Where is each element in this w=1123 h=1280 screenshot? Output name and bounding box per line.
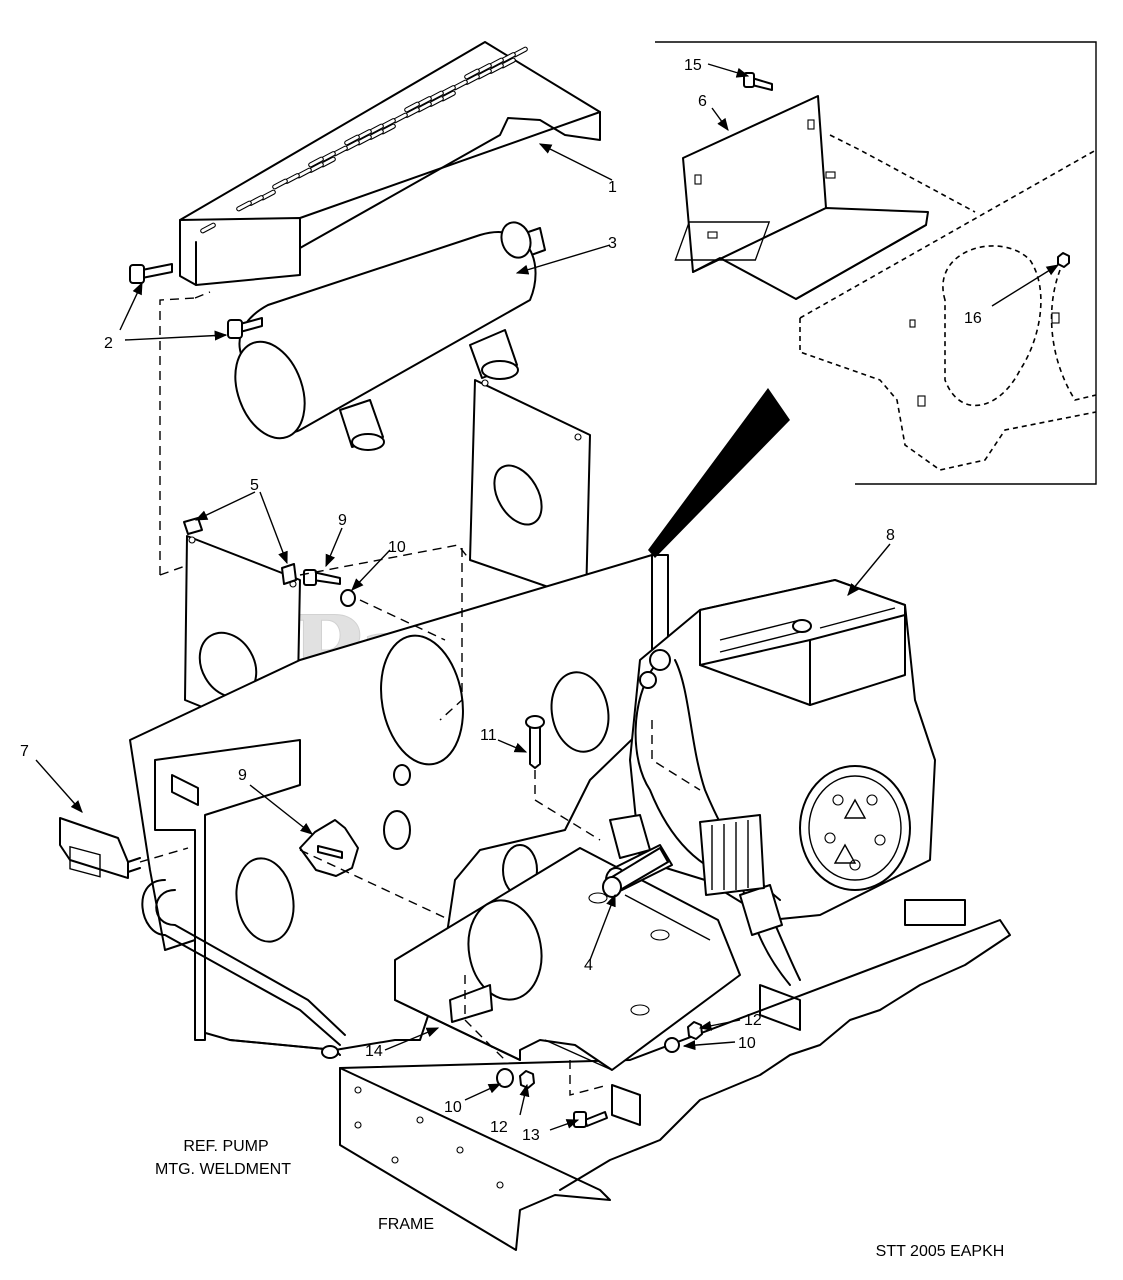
- drawing-code: STT 2005 EAPKH: [876, 1243, 1005, 1260]
- vent-slot: [344, 134, 360, 146]
- callout-4: 4: [584, 957, 593, 974]
- shield-vent-slots: [200, 46, 528, 234]
- vent-slot: [308, 156, 324, 168]
- callout-14: 14: [365, 1043, 383, 1060]
- engine: [605, 579, 936, 986]
- callout-16: 16: [964, 310, 982, 327]
- text-labels: REF. PUMP MTG. WELDMENT FRAME STT 2005 E…: [155, 1138, 1004, 1260]
- callout-12-lower: 12: [490, 1119, 508, 1136]
- pump-mount-plate: [394, 847, 741, 1071]
- callout-12-right: 12: [744, 1012, 762, 1029]
- callout-9-lower: 9: [238, 767, 247, 784]
- callout-numbers: 1 2 3 4 5 6 7 8 9 9 10 10 10 11 12 12 13…: [20, 57, 982, 1144]
- callout-7: 7: [20, 743, 29, 760]
- chassis-panel: [129, 554, 653, 1059]
- inset-detail: [655, 41, 1097, 485]
- callout-10-right: 10: [738, 1035, 756, 1052]
- muffler: [234, 221, 546, 451]
- callout-1: 1: [608, 179, 617, 196]
- ref-pump-label-line1: REF. PUMP: [183, 1138, 268, 1155]
- frame-rail: [339, 899, 1011, 1251]
- callout-5: 5: [250, 477, 259, 494]
- callout-13: 13: [522, 1127, 540, 1144]
- callout-10-lower: 10: [444, 1099, 462, 1116]
- frame-label: FRAME: [378, 1216, 434, 1233]
- vent-slot: [464, 68, 480, 80]
- callout-8: 8: [886, 527, 895, 544]
- vent-slot: [200, 222, 216, 234]
- callout-9-upper: 9: [338, 512, 347, 529]
- callout-3: 3: [608, 235, 617, 252]
- vent-slot: [236, 200, 252, 212]
- leader-arrows: [35, 63, 1060, 1131]
- callout-10-upper: 10: [388, 539, 406, 556]
- vent-slot: [404, 101, 420, 113]
- detail-pointer: [648, 388, 790, 558]
- callout-6: 6: [698, 93, 707, 110]
- ref-pump-label-line2: MTG. WELDMENT: [155, 1161, 291, 1178]
- callout-15: 15: [684, 57, 702, 74]
- fasteners: [59, 263, 703, 1128]
- vent-slot: [272, 178, 288, 190]
- heat-shield-cover: [179, 41, 601, 286]
- callout-2: 2: [104, 335, 113, 352]
- alignment-lines: [139, 291, 701, 1096]
- callout-11: 11: [480, 727, 497, 744]
